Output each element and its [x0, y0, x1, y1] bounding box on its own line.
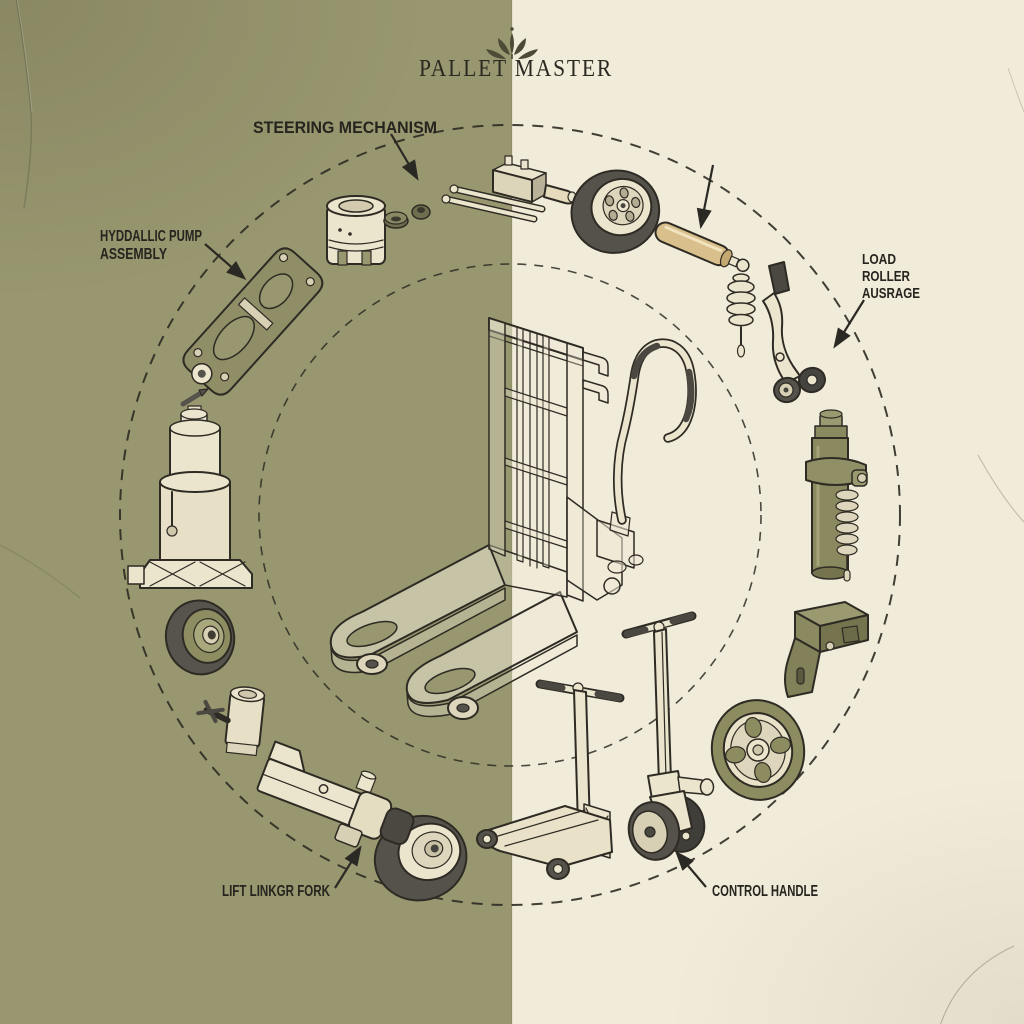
- pallet-stacker-illustration: [329, 317, 697, 720]
- part-load-wheel: [710, 699, 806, 801]
- background-right-panel: [512, 0, 1024, 1024]
- part-piston: [326, 195, 386, 266]
- part-release-valve: [196, 686, 266, 757]
- part-lift-cylinder: [256, 740, 415, 848]
- label-hydraulic-pump-line1: HYDDALLIC PUMP: [100, 228, 202, 245]
- callout-arrows: [204, 133, 865, 889]
- arrow-hydraulic-pump: [204, 243, 247, 281]
- part-bottle-jack: [127, 405, 253, 589]
- label-steering-mechanism: STEERING MECHANISM: [253, 119, 437, 137]
- part-floor-jack-handle-assembly: [476, 679, 625, 880]
- part-roller-wheel: [164, 599, 236, 676]
- arrow-lift-linkage: [334, 845, 362, 889]
- label-load-roller-line3: AUSRAGE: [862, 285, 920, 302]
- outer-dashed-ring: [119, 124, 901, 906]
- part-caster-handle-assembly: [621, 611, 715, 861]
- part-linkage-frame: [180, 247, 324, 407]
- label-control-handle: CONTROL HANDLE: [712, 883, 818, 900]
- background-divider: [511, 0, 513, 1024]
- label-load-roller-line2: ROLLER: [862, 268, 910, 285]
- label-lift-linkage: LIFT LINKGR FORK: [222, 883, 331, 900]
- inner-dashed-ring: [258, 263, 762, 767]
- arrow-control-handle: [674, 850, 707, 888]
- label-hydraulic-pump-line2: ASSEMBLY: [100, 246, 168, 263]
- leaf-sprig-icon: [486, 27, 538, 59]
- label-load-roller-line1: LOAD: [862, 251, 896, 268]
- part-coil-spring: [726, 273, 756, 358]
- part-spoked-wheel: [570, 169, 661, 254]
- poster-title: PALLET MASTER: [419, 56, 613, 82]
- arrow-steering-mechanism: [390, 133, 419, 181]
- part-cylinder-pin: [654, 221, 750, 273]
- part-hydraulic-cylinder: [805, 409, 868, 582]
- arrow-load-roller: [833, 299, 865, 349]
- part-steering-assembly: [441, 155, 577, 223]
- arrow-cylinder-pin: [696, 164, 715, 230]
- part-roller-lever: [762, 261, 826, 404]
- part-seal-rings: [383, 204, 431, 229]
- part-pump-bracket: [784, 601, 869, 698]
